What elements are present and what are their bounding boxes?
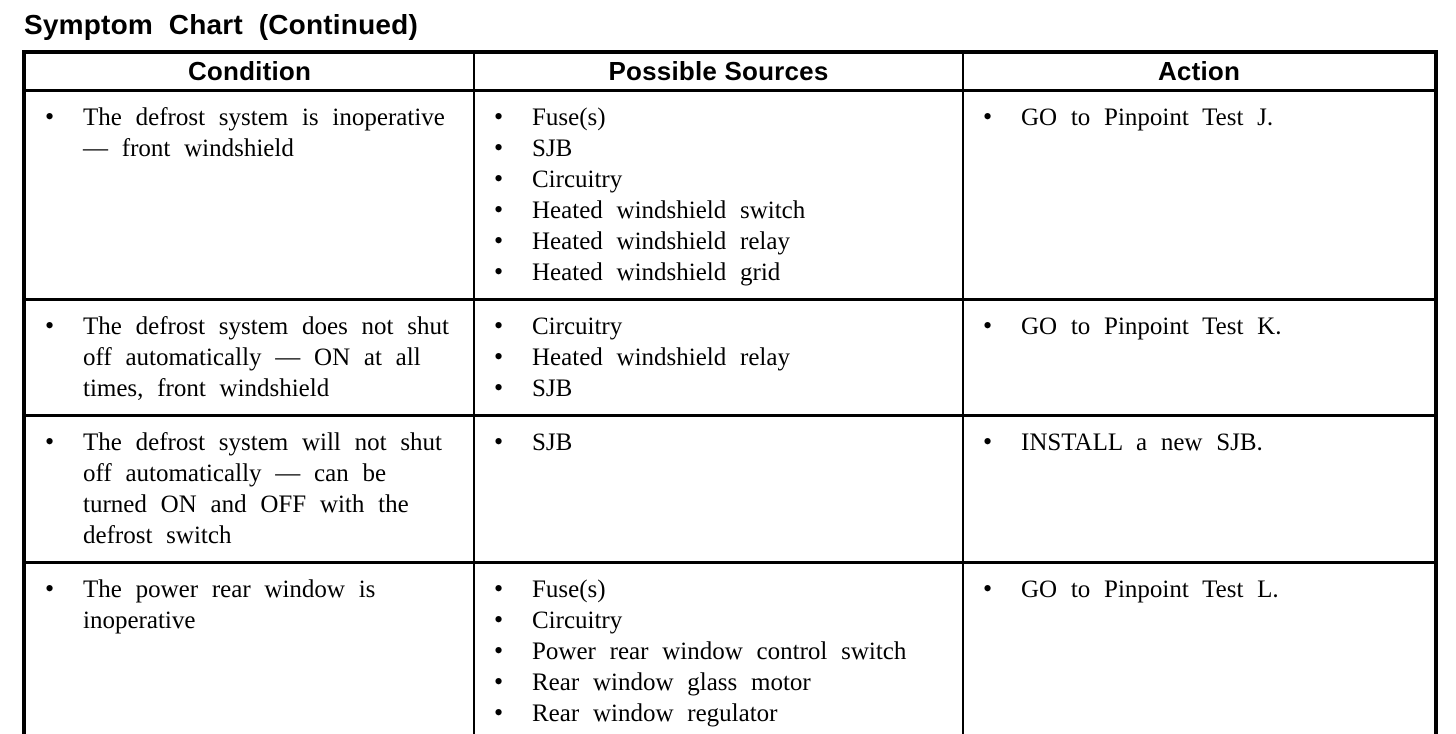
list-item: INSTALL a new SJB. <box>981 426 1420 458</box>
list-item: Heated windshield relay <box>492 341 948 373</box>
action-cell: GO to Pinpoint Test K. <box>962 298 1437 417</box>
action-cell: INSTALL a new SJB. <box>962 414 1437 564</box>
column-header-condition: Condition <box>23 52 475 92</box>
possible-sources-cell: Fuse(s)SJBCircuitryHeated windshield swi… <box>473 89 964 301</box>
sources-list: CircuitryHeated windshield relaySJB <box>492 310 948 404</box>
action-list: GO to Pinpoint Test J. <box>981 101 1420 133</box>
list-item: Heated windshield grid <box>492 256 948 288</box>
list-item: GO to Pinpoint Test K. <box>981 310 1420 342</box>
list-item: Circuitry <box>492 604 948 636</box>
list-item: The power rear window is inoperative <box>43 573 459 636</box>
list-item: Fuse(s) <box>492 101 948 133</box>
list-item: GO to Pinpoint Test J. <box>981 101 1420 133</box>
list-item: Rear window glass motor <box>492 666 948 698</box>
page-title: Symptom Chart (Continued) <box>24 9 418 40</box>
table-row: The defrost system does not shut off aut… <box>23 298 1437 417</box>
condition-cell: The defrost system does not shut off aut… <box>23 298 475 417</box>
condition-list: The defrost system is inoperative — fron… <box>43 101 459 164</box>
table-row: The defrost system will not shut off aut… <box>23 414 1437 564</box>
column-header-possible-sources: Possible Sources <box>473 52 964 92</box>
list-item: SJB <box>492 426 948 458</box>
possible-sources-cell: Fuse(s)CircuitryPower rear window contro… <box>473 561 964 734</box>
table-row: The power rear window is inoperative Fus… <box>23 561 1437 734</box>
table-row: The defrost system is inoperative — fron… <box>23 89 1437 301</box>
list-item: GO to Pinpoint Test L. <box>981 573 1420 605</box>
condition-list: The defrost system does not shut off aut… <box>43 310 459 404</box>
condition-cell: The defrost system will not shut off aut… <box>23 414 475 564</box>
list-item: The defrost system will not shut off aut… <box>43 426 459 551</box>
list-item: SJB <box>492 372 948 404</box>
sources-list: Fuse(s)CircuitryPower rear window contro… <box>492 573 948 729</box>
condition-cell: The defrost system is inoperative — fron… <box>23 89 475 301</box>
list-item: Heated windshield switch <box>492 194 948 226</box>
condition-list: The power rear window is inoperative <box>43 573 459 636</box>
list-item: Circuitry <box>492 310 948 342</box>
sources-list: Fuse(s)SJBCircuitryHeated windshield swi… <box>492 101 948 288</box>
column-header-action: Action <box>962 52 1437 92</box>
list-item: Rear window regulator <box>492 697 948 729</box>
list-item: Heated windshield relay <box>492 225 948 257</box>
condition-cell: The power rear window is inoperative <box>23 561 475 734</box>
symptom-chart-table: Condition Possible Sources Action The de… <box>22 50 1438 734</box>
list-item: Fuse(s) <box>492 573 948 605</box>
action-cell: GO to Pinpoint Test L. <box>962 561 1437 734</box>
possible-sources-cell: SJB <box>473 414 964 564</box>
condition-list: The defrost system will not shut off aut… <box>43 426 459 551</box>
possible-sources-cell: CircuitryHeated windshield relaySJB <box>473 298 964 417</box>
action-list: INSTALL a new SJB. <box>981 426 1420 458</box>
list-item: Circuitry <box>492 163 948 195</box>
list-item: Power rear window control switch <box>492 635 948 667</box>
sources-list: SJB <box>492 426 948 458</box>
action-cell: GO to Pinpoint Test J. <box>962 89 1437 301</box>
list-item: The defrost system does not shut off aut… <box>43 310 459 404</box>
list-item: SJB <box>492 132 948 164</box>
action-list: GO to Pinpoint Test K. <box>981 310 1420 342</box>
action-list: GO to Pinpoint Test L. <box>981 573 1420 605</box>
list-item: The defrost system is inoperative — fron… <box>43 101 459 164</box>
table-header-row: Condition Possible Sources Action <box>23 52 1437 92</box>
